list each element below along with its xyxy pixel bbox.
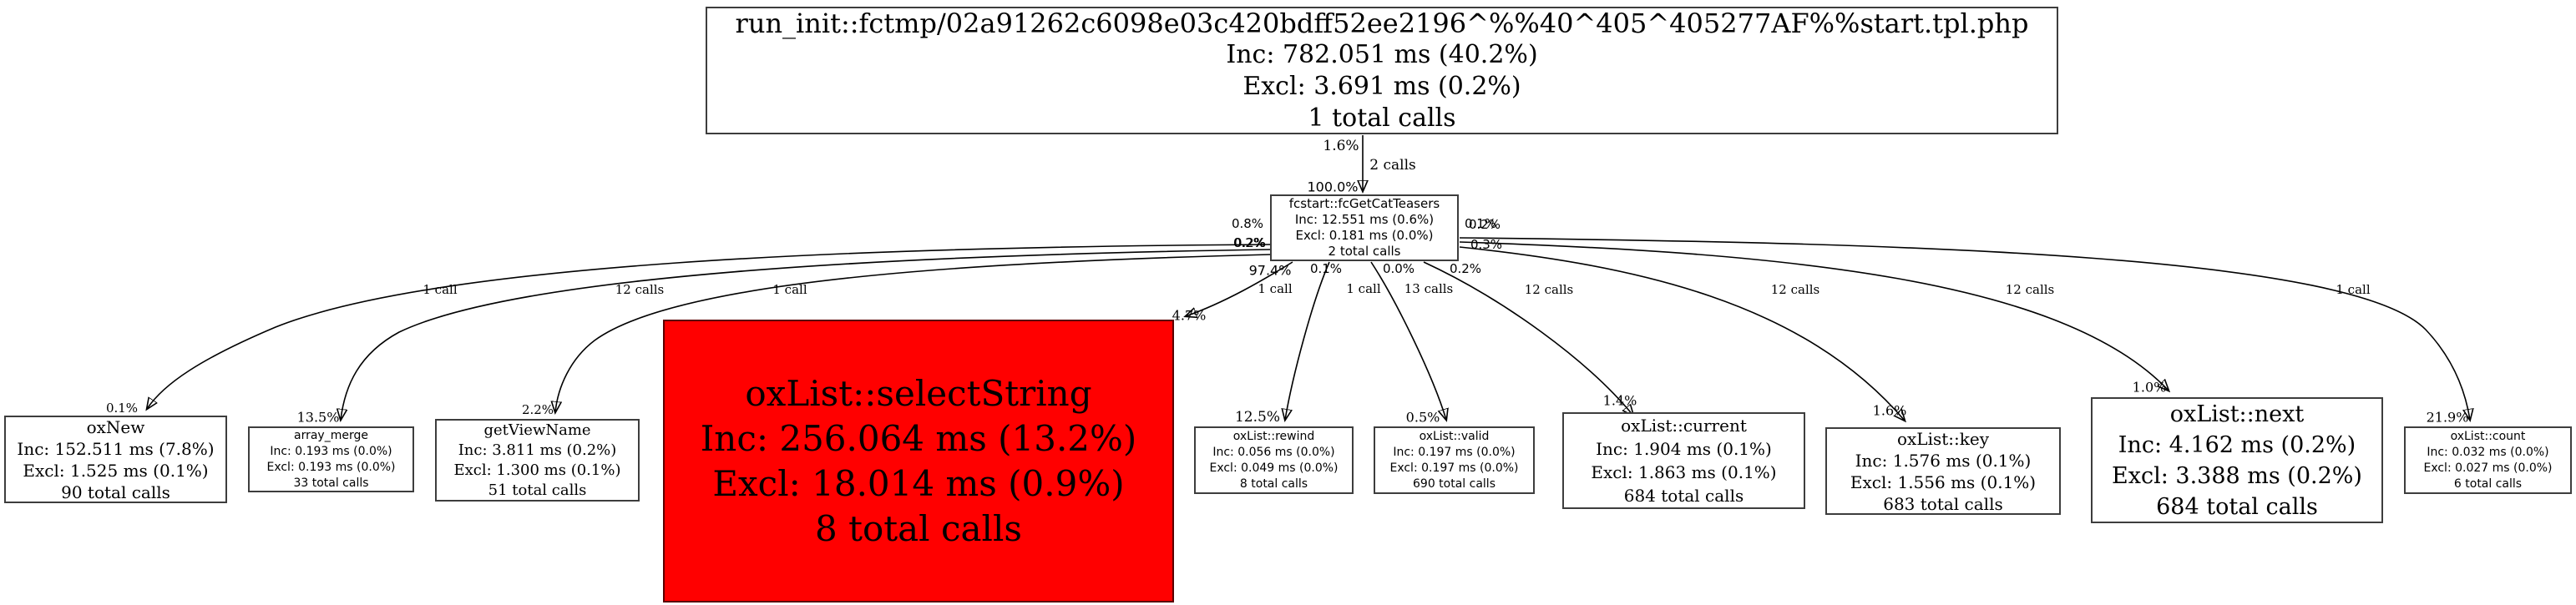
node-excl-time: Excl: 18.014 ms (0.9%) xyxy=(712,462,1125,504)
edge-fcgetcatteasers-to-getviewname xyxy=(555,254,1271,412)
node-function-name: oxList::next xyxy=(2169,401,2305,427)
node-function-name: oxList::key xyxy=(1896,428,1990,449)
node-total-calls: 6 total calls xyxy=(2453,476,2523,491)
node-function-name: fcstart::fcGetCatTeasers xyxy=(1288,196,1440,211)
node-inc-time: Inc: 1.904 ms (0.1%) xyxy=(1596,439,1772,459)
node-oxlist-valid: oxList::valid Inc: 0.197 ms (0.0%) Excl:… xyxy=(1374,426,1535,494)
edge-fcgetcatteasers-to-array-merge xyxy=(341,249,1271,420)
node-function-name: oxList::count xyxy=(2450,429,2526,443)
node-inc-time: Inc: 0.032 ms (0.0%) xyxy=(2427,445,2549,459)
node-excl-time: Excl: 1.556 ms (0.1%) xyxy=(1850,471,2037,492)
node-inc-time: Inc: 782.051 ms (40.2%) xyxy=(1226,39,1538,69)
node-total-calls: 1 total calls xyxy=(1308,103,1456,133)
node-oxlist-next: oxList::next Inc: 4.162 ms (0.2%) Excl: … xyxy=(2091,397,2383,523)
node-total-calls: 51 total calls xyxy=(488,481,587,499)
node-function-name: array_merge xyxy=(294,428,368,442)
edge-fcgetcatteasers-to-next xyxy=(1459,241,2169,391)
node-total-calls: 690 total calls xyxy=(1413,476,1495,491)
node-function-name: getViewName xyxy=(483,421,591,439)
edge-fcgetcatteasers-to-selectstring xyxy=(1186,261,1293,316)
node-excl-time: Excl: 0.193 ms (0.0%) xyxy=(266,460,396,474)
node-oxlist-count: oxList::count Inc: 0.032 ms (0.0%) Excl:… xyxy=(2404,426,2572,494)
node-total-calls: 683 total calls xyxy=(1883,493,2003,514)
node-excl-time: Excl: 1.525 ms (0.1%) xyxy=(23,460,209,481)
node-inc-time: Inc: 152.511 ms (7.8%) xyxy=(17,438,215,459)
edge-fcgetcatteasers-to-rewind xyxy=(1285,261,1330,420)
node-total-calls: 684 total calls xyxy=(1623,486,1744,506)
node-oxlist-key: oxList::key Inc: 1.576 ms (0.1%) Excl: 1… xyxy=(1825,427,2061,515)
node-function-name: oxList::selectString xyxy=(745,372,1092,414)
node-excl-time: Excl: 3.691 ms (0.2%) xyxy=(1242,71,1521,101)
node-excl-time: Excl: 0.049 ms (0.0%) xyxy=(1209,461,1339,475)
node-excl-time: Excl: 1.863 ms (0.1%) xyxy=(1591,462,1777,482)
edge-fcgetcatteasers-to-count xyxy=(1459,237,2470,420)
edge-fcgetcatteasers-to-key xyxy=(1459,246,1905,421)
node-run-init-start-tpl: run_init::fctmp/02a91262c6098e03c420bdff… xyxy=(706,7,2058,134)
node-excl-time: Excl: 0.027 ms (0.0%) xyxy=(2423,461,2553,475)
node-inc-time: Inc: 4.162 ms (0.2%) xyxy=(2118,431,2356,458)
node-function-name: run_init::fctmp/02a91262c6098e03c420bdff… xyxy=(735,7,2029,39)
node-total-calls: 33 total calls xyxy=(293,476,369,490)
node-inc-time: Inc: 0.193 ms (0.0%) xyxy=(270,444,392,458)
node-oxlist-rewind: oxList::rewind Inc: 0.056 ms (0.0%) Excl… xyxy=(1194,426,1354,494)
node-total-calls: 8 total calls xyxy=(815,507,1022,549)
node-excl-time: Excl: 0.197 ms (0.0%) xyxy=(1389,461,1519,475)
node-function-name: oxList::valid xyxy=(1419,429,1490,443)
node-function-name: oxList::current xyxy=(1621,416,1747,436)
node-excl-time: Excl: 3.388 ms (0.2%) xyxy=(2112,462,2362,489)
node-fcgetcatteasers: fcstart::fcGetCatTeasers Inc: 12.551 ms … xyxy=(1270,194,1459,261)
node-inc-time: Inc: 0.056 ms (0.0%) xyxy=(1212,445,1335,459)
edge-fcgetcatteasers-to-oxnew xyxy=(147,244,1271,409)
node-total-calls: 2 total calls xyxy=(1328,244,1401,259)
node-getviewname: getViewName Inc: 3.811 ms (0.2%) Excl: 1… xyxy=(435,419,640,502)
edge-fcgetcatteasers-to-valid xyxy=(1370,261,1446,420)
node-oxlist-selectstring-highlighted: oxList::selectString Inc: 256.064 ms (13… xyxy=(663,320,1174,602)
node-total-calls: 90 total calls xyxy=(61,481,170,502)
node-inc-time: Inc: 256.064 ms (13.2%) xyxy=(700,417,1137,459)
node-inc-time: Inc: 1.576 ms (0.1%) xyxy=(1855,450,2032,471)
node-array-merge: array_merge Inc: 0.193 ms (0.0%) Excl: 0… xyxy=(248,426,414,492)
node-total-calls: 8 total calls xyxy=(1239,476,1308,491)
node-inc-time: Inc: 3.811 ms (0.2%) xyxy=(458,441,617,459)
node-function-name: oxList::rewind xyxy=(1232,429,1315,443)
node-function-name: oxNew xyxy=(86,416,145,437)
node-excl-time: Excl: 1.300 ms (0.1%) xyxy=(453,461,621,479)
node-oxnew: oxNew Inc: 152.511 ms (7.8%) Excl: 1.525… xyxy=(4,416,227,503)
node-inc-time: Inc: 12.551 ms (0.6%) xyxy=(1294,212,1435,227)
node-inc-time: Inc: 0.197 ms (0.0%) xyxy=(1393,445,1516,459)
node-total-calls: 684 total calls xyxy=(2156,493,2318,520)
node-excl-time: Excl: 0.181 ms (0.0%) xyxy=(1295,228,1434,243)
edge-fcgetcatteasers-to-current xyxy=(1423,261,1633,416)
node-oxlist-current: oxList::current Inc: 1.904 ms (0.1%) Exc… xyxy=(1562,412,1805,509)
